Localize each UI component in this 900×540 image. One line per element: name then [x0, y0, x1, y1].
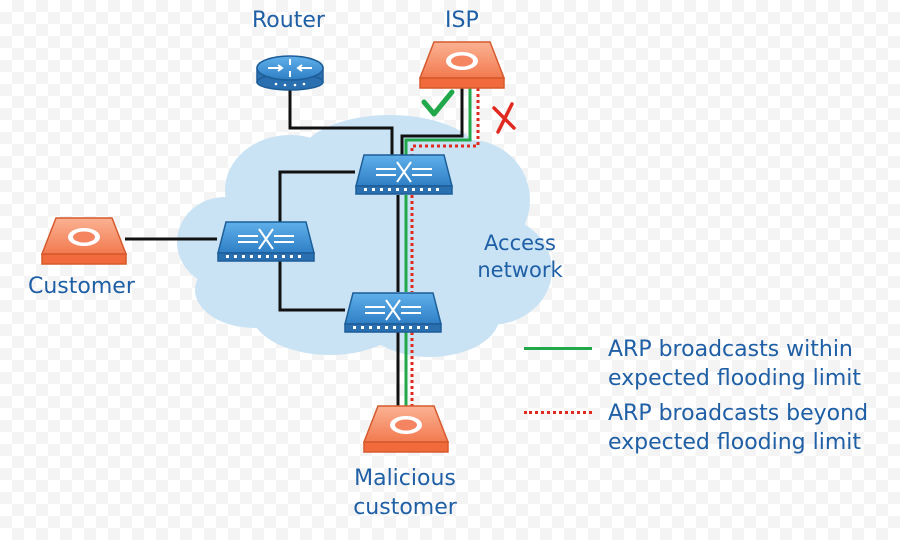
legend-within-line2: expected flooding limit	[608, 366, 862, 391]
legend-beyond-label: ARP broadcasts beyond expected flooding …	[608, 399, 868, 457]
network-cables	[125, 85, 464, 412]
router-icon	[256, 55, 324, 91]
access-label-line2: network	[477, 258, 563, 282]
malicious-customer-label: Malicious customer	[340, 464, 470, 522]
arp-beyond-path	[410, 88, 480, 412]
legend-beyond-swatch	[524, 411, 592, 414]
legend-beyond-line1: ARP broadcasts beyond	[608, 401, 869, 426]
switch-icon-left	[217, 221, 315, 262]
legend-within-line1: ARP broadcasts within	[608, 337, 853, 362]
customer-device-icon	[41, 217, 127, 265]
isp-label: ISP	[445, 8, 479, 33]
legend-beyond-line2: expected flooding limit	[608, 430, 862, 455]
arp-within-path	[404, 85, 472, 412]
customer-label: Customer	[28, 274, 135, 299]
legend-within-swatch	[524, 347, 592, 350]
malicious-label-line1: Malicious	[354, 466, 456, 491]
access-label-line1: Access	[484, 231, 556, 255]
malicious-customer-device-icon	[363, 405, 449, 453]
malicious-label-line2: customer	[353, 495, 457, 520]
isp-device-icon	[419, 41, 505, 89]
check-mark-icon	[421, 89, 455, 117]
cross-mark-icon	[492, 102, 516, 134]
legend-within-label: ARP broadcasts within expected flooding …	[608, 335, 861, 393]
access-network-label: Access network	[465, 230, 575, 284]
router-label: Router	[252, 8, 325, 33]
switch-icon-bottom	[344, 292, 442, 333]
switch-icon-top	[355, 154, 453, 195]
